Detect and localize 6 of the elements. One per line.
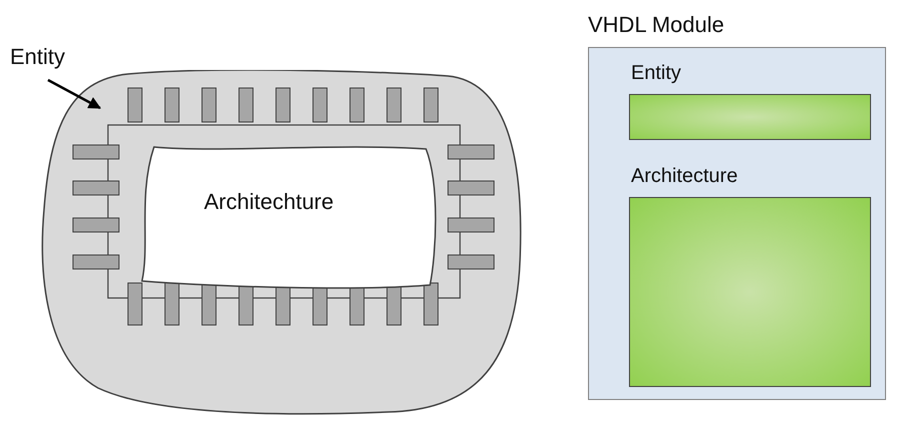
arrow xyxy=(47,78,102,110)
entity-label: Entity xyxy=(10,44,85,72)
module-heading: VHDL Module xyxy=(588,12,724,38)
architecture-label: Architechture xyxy=(204,189,334,215)
section-heading: Entity xyxy=(631,62,682,85)
section-heading: Architecture xyxy=(631,165,738,188)
